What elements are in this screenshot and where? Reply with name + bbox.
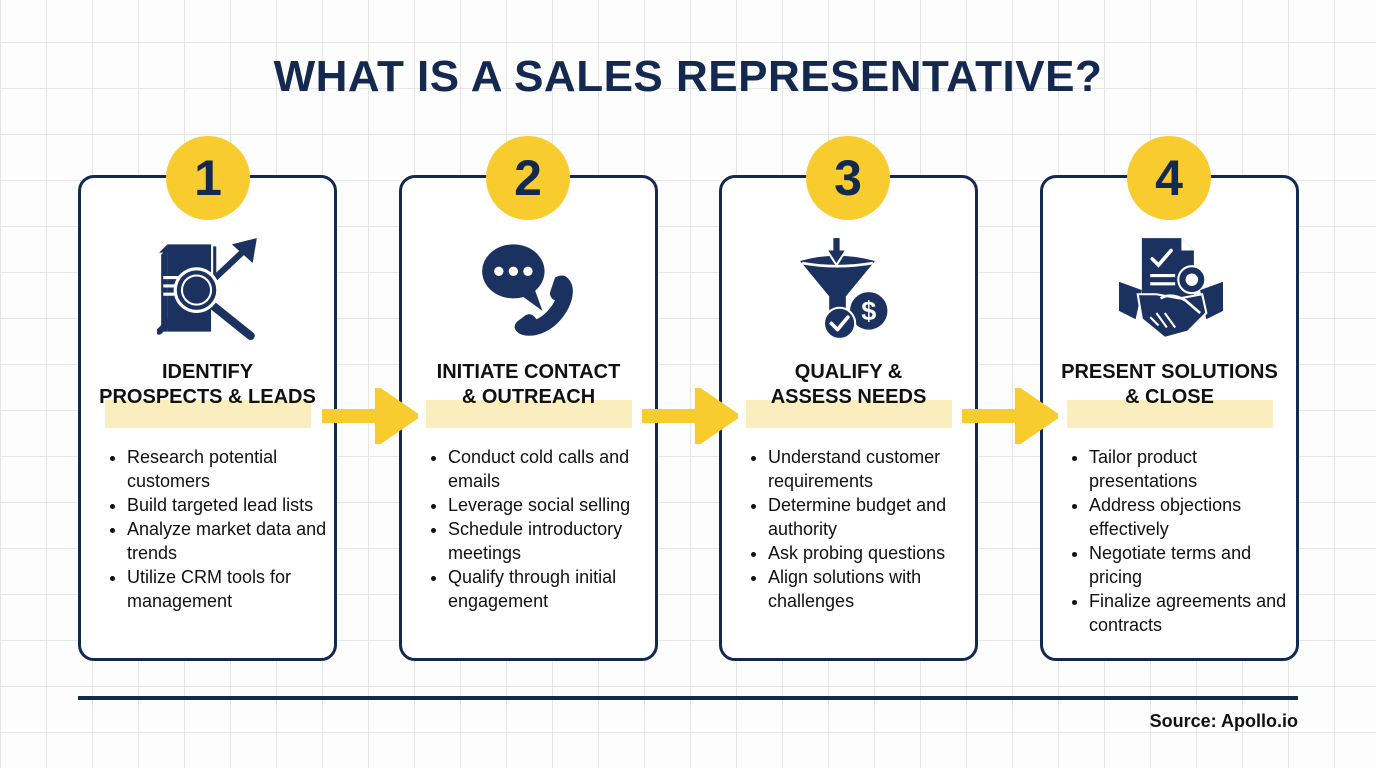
list-item: Tailor product presentations (1089, 445, 1309, 493)
step-4-bullet-list: Tailor product presentations Address obj… (1071, 445, 1309, 637)
list-item: Understand customer requirements (768, 445, 988, 493)
heading-line: QUALIFY & (794, 361, 903, 383)
heading-line: PRESENT SOLUTIONS (1061, 361, 1278, 383)
heading-line: INITIATE CONTACT (436, 361, 621, 383)
arrow-right-icon (962, 388, 1058, 444)
list-item: Ask probing questions (768, 541, 988, 565)
heading-line: ASSESS NEEDS (770, 386, 927, 408)
page-title: WHAT IS A SALES REPRESENTATIVE? (273, 52, 1103, 101)
list-item: Schedule introductory meetings (448, 517, 668, 565)
step-3-heading: QUALIFY & ASSESS NEEDS (722, 360, 975, 410)
list-item: Align solutions with challenges (768, 565, 988, 613)
step-2-heading: INITIATE CONTACT & OUTREACH (402, 360, 655, 410)
list-item: Build targeted lead lists (127, 493, 347, 517)
list-item: Negotiate terms and pricing (1089, 541, 1309, 589)
document-search-growth-icon (155, 236, 261, 341)
list-item: Analyze market data and trends (127, 517, 347, 565)
step-2-bullet-list: Conduct cold calls and emails Leverage s… (430, 445, 668, 613)
step-1-bullet-list: Research potential customers Build targe… (109, 445, 347, 613)
arrow-right-icon (642, 388, 738, 444)
step-4-heading: PRESENT SOLUTIONS & CLOSE (1043, 360, 1296, 410)
step-3-card: $ QUALIFY & ASSESS NEEDS Understand cust… (719, 175, 978, 661)
list-item: Research potential customers (127, 445, 347, 493)
svg-text:$: $ (861, 296, 876, 326)
heading-highlight (426, 400, 632, 428)
chat-phone-icon (478, 236, 582, 340)
heading-line: PROSPECTS & LEADS (99, 386, 316, 408)
heading-highlight (1067, 400, 1273, 428)
list-item: Leverage social selling (448, 493, 668, 517)
step-2-card: INITIATE CONTACT & OUTREACH Conduct cold… (399, 175, 658, 661)
step-1-number-badge: 1 (166, 136, 250, 220)
funnel-check-dollar-icon: $ (798, 236, 902, 340)
step-1-card: IDENTIFY PROSPECTS & LEADS Research pote… (78, 175, 337, 661)
heading-highlight (105, 400, 311, 428)
list-item: Conduct cold calls and emails (448, 445, 668, 493)
handshake-contract-icon (1119, 236, 1223, 340)
arrow-right-icon (322, 388, 418, 444)
step-4-number-badge: 4 (1127, 136, 1211, 220)
list-item: Finalize agreements and contracts (1089, 589, 1309, 637)
footer-divider (78, 696, 1298, 700)
heading-line: IDENTIFY (161, 361, 254, 383)
step-1-heading: IDENTIFY PROSPECTS & LEADS (81, 360, 334, 410)
list-item: Determine budget and authority (768, 493, 988, 541)
list-item: Utilize CRM tools for management (127, 565, 347, 613)
source-credit: Source: Apollo.io (1149, 711, 1298, 731)
list-item: Address objections effectively (1089, 493, 1309, 541)
heading-highlight (746, 400, 952, 428)
heading-line: & CLOSE (1125, 386, 1214, 408)
list-item: Qualify through initial engagement (448, 565, 668, 613)
step-4-card: PRESENT SOLUTIONS & CLOSE Tailor product… (1040, 175, 1299, 661)
step-3-bullet-list: Understand customer requirements Determi… (750, 445, 988, 613)
step-2-number-badge: 2 (486, 136, 570, 220)
step-3-number-badge: 3 (806, 136, 890, 220)
heading-line: & OUTREACH (461, 386, 596, 408)
